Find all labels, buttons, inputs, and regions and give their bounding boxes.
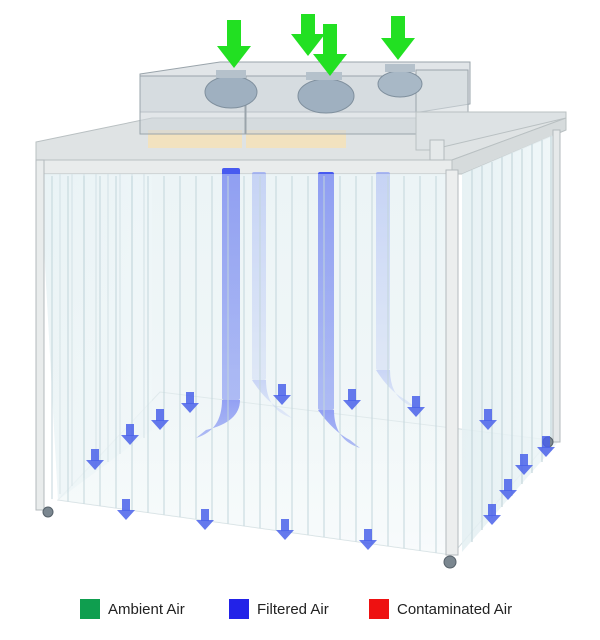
down-arrow-icon: [181, 392, 199, 413]
ambient-air-swatch-icon: [80, 599, 100, 619]
down-arrow-icon: [196, 509, 214, 530]
legend-item-filtered-air: Filtered Air: [229, 594, 329, 624]
green-down-arrow-icon: [381, 16, 415, 60]
down-arrow-icon: [121, 424, 139, 445]
legend-item-contaminated-air: Contaminated Air: [369, 594, 512, 624]
filtered-air-swatch-icon: [229, 599, 249, 619]
fan-center-icon: [297, 78, 355, 114]
caster-wheel-icon: [42, 506, 54, 518]
down-arrow-icon: [359, 529, 377, 550]
front-curtain-wall: [40, 174, 452, 555]
right-curtain-wall: [462, 132, 560, 552]
down-arrow-icon: [483, 504, 501, 525]
fan-left-icon: [204, 75, 258, 109]
caster-wheel-icon: [443, 555, 457, 569]
green-down-arrow-icon: [313, 24, 347, 76]
fan-right-icon: [377, 70, 423, 98]
down-arrow-icon: [86, 449, 104, 470]
down-arrow-icon: [515, 454, 533, 475]
legend: Ambient Air Filtered Air Contaminated Ai…: [0, 594, 600, 624]
down-arrow-icon: [117, 499, 135, 520]
down-arrow-icon: [479, 409, 497, 430]
down-arrow-icon: [151, 409, 169, 430]
ambient-air-intake-arrows: [217, 14, 415, 76]
contaminated-air-swatch-icon: [369, 599, 389, 619]
down-arrow-icon: [537, 436, 555, 457]
down-arrow-icon: [276, 519, 294, 540]
frame-posts: [35, 129, 561, 556]
legend-label: Ambient Air: [108, 600, 185, 618]
legend-label: Contaminated Air: [397, 600, 513, 618]
down-arrow-icon: [499, 479, 517, 500]
cleanroom-airflow-diagram: [35, 14, 567, 569]
green-down-arrow-icon: [291, 14, 325, 56]
legend-item-ambient-air: Ambient Air: [80, 594, 185, 624]
down-arrow-icon: [343, 389, 361, 410]
floor-exit-arrows: [86, 384, 555, 550]
fan-filter-units: [139, 61, 567, 151]
down-arrow-icon: [273, 384, 291, 405]
green-down-arrow-icon: [217, 20, 251, 68]
legend-label: Filtered Air: [257, 600, 329, 618]
down-arrow-icon: [407, 396, 425, 417]
